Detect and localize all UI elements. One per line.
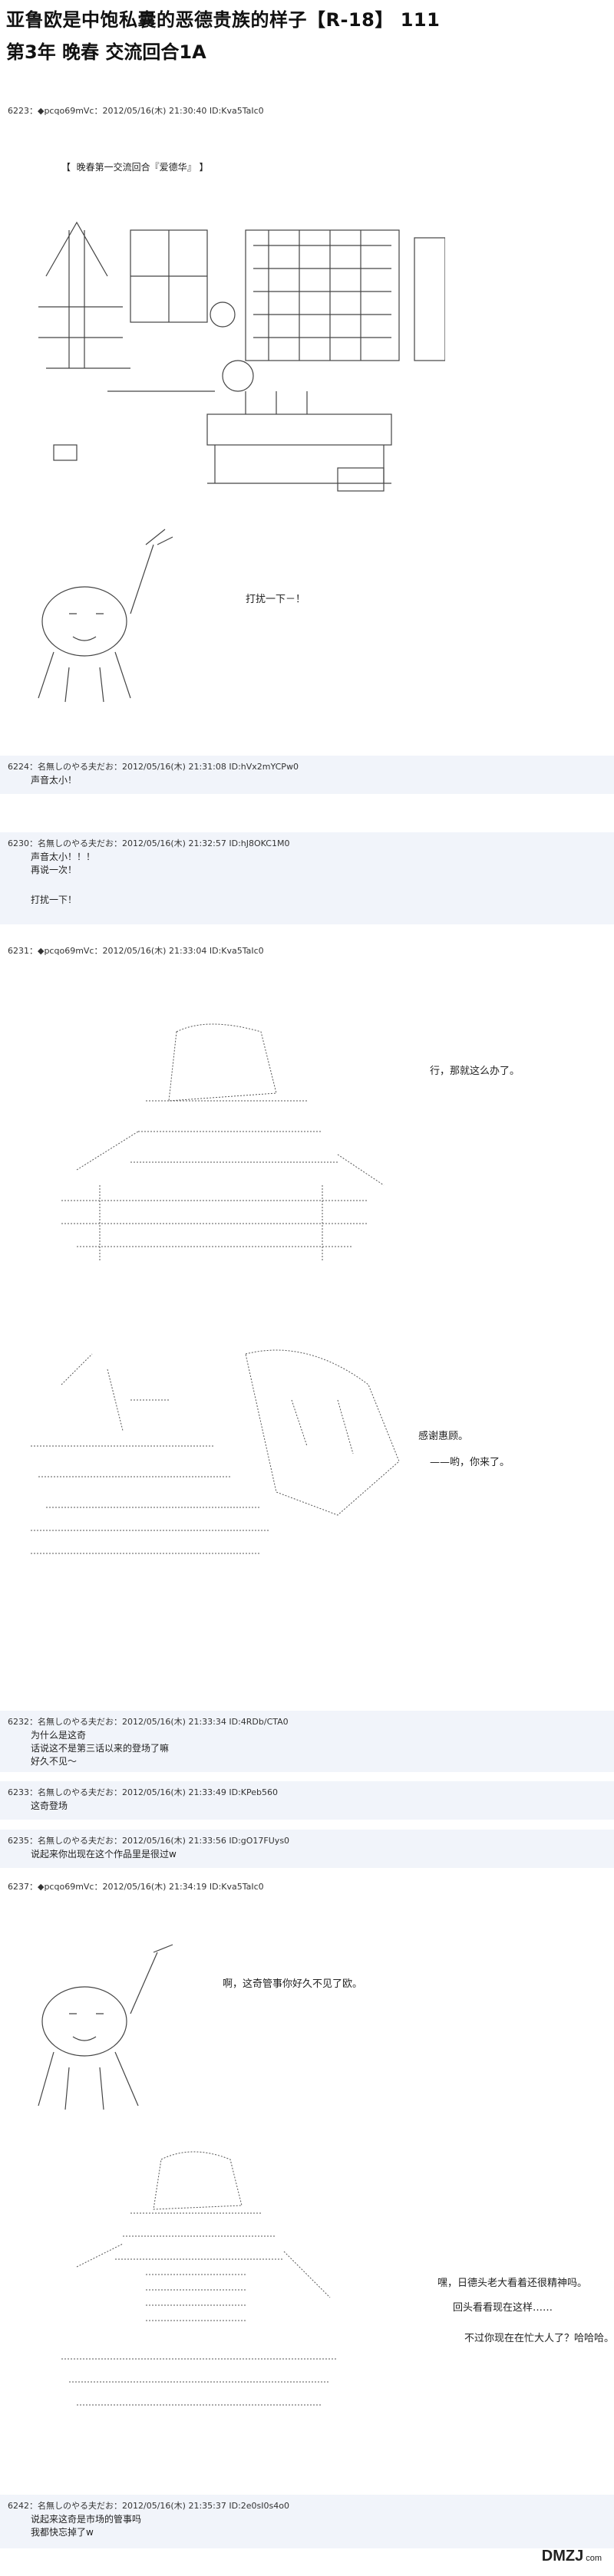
- post-6231: 6231：◆pcqo69mVc：2012/05/16(木) 21:33:04 I…: [0, 940, 614, 1707]
- page-title: 亚鲁欧是中饱私囊的恶德贵族的样子【R-18】 111: [6, 9, 441, 31]
- post-line: 打扰一下！: [31, 894, 78, 905]
- shopkeeper-ascii-art: [31, 1016, 391, 1277]
- post-6223: 6223：◆pcqo69mVc：2012/05/16(木) 21:30:40 I…: [0, 100, 614, 736]
- post-header: 6235：名無しのやる夫だお：2012/05/16(木) 21:33:56 ID…: [8, 1836, 290, 1846]
- post-6224: 6224：名無しのやる夫だお：2012/05/16(木) 21:31:08 ID…: [0, 756, 614, 794]
- speech-text: ——哟，你来了。: [430, 1457, 510, 1468]
- post-6242: 6242：名無しのやる夫だお：2012/05/16(木) 21:35:37 ID…: [0, 2495, 614, 2548]
- page-subtitle: 第3年 晚春 交流回合1A: [6, 41, 206, 63]
- post-line: 为什么是这奇: [31, 1730, 87, 1741]
- post-line: 这奇登场: [31, 1800, 68, 1811]
- post-header: 6230：名無しのやる夫だお：2012/05/16(木) 21:32:57 ID…: [8, 838, 290, 848]
- post-6233: 6233：名無しのやる夫だお：2012/05/16(木) 21:33:49 ID…: [0, 1781, 614, 1820]
- speech-text: 不过你现在在忙大人了？哈哈哈。: [464, 2333, 614, 2344]
- post-line: 说起来这奇是市场的管事吗: [31, 2514, 142, 2525]
- speech-text: 啊，这奇管事你好久不见了欧。: [223, 1978, 363, 1990]
- speech-text: 回头看看现在这样……: [453, 2302, 553, 2314]
- post-line: 再说一次！: [31, 865, 78, 875]
- post-6237: 6237：◆pcqo69mVc：2012/05/16(木) 21:34:19 I…: [0, 1876, 614, 2489]
- post-line: 话说这不是第三话以来的登场了嘛: [31, 1743, 170, 1754]
- post-line: 说起来你出现在这个作品里是很过w: [31, 1849, 177, 1860]
- post-header: 6237：◆pcqo69mVc：2012/05/16(木) 21:34:19 I…: [8, 1882, 264, 1892]
- watermark-brand: DMZJ: [541, 2548, 584, 2564]
- post-line: 声音太小！: [31, 775, 78, 786]
- post-line: 好久不见～: [31, 1756, 78, 1767]
- speech-text: 打扰一下－！: [246, 594, 306, 605]
- watermark-domain: com: [586, 2554, 602, 2563]
- speech-text: 嘿，日德头老大看着还很精神吗。: [437, 2278, 588, 2289]
- post-line: 声音太小！！！: [31, 852, 96, 862]
- post-6232: 6232：名無しのやる夫だお：2012/05/16(木) 21:33:34 ID…: [0, 1711, 614, 1772]
- post-header: 6231：◆pcqo69mVc：2012/05/16(木) 21:33:04 I…: [8, 946, 264, 956]
- shopkeeper-ascii-art: [31, 2144, 353, 2420]
- character-waving-ascii-art: [23, 1937, 207, 2121]
- post-6230: 6230：名無しのやる夫だお：2012/05/16(木) 21:32:57 ID…: [0, 832, 614, 924]
- post-header: 6223：◆pcqo69mVc：2012/05/16(木) 21:30:40 I…: [8, 106, 264, 116]
- post-header: 6232：名無しのやる夫だお：2012/05/16(木) 21:33:34 ID…: [8, 1717, 289, 1727]
- speech-text: 行，那就这么办了。: [430, 1066, 520, 1077]
- post-header: 6242：名無しのやる夫だお：2012/05/16(木) 21:35:37 ID…: [8, 2501, 289, 2511]
- post-line: 【 晚春第一交流回合『爱德华』 】: [61, 162, 209, 173]
- post-header: 6224：名無しのやる夫だお：2012/05/16(木) 21:31:08 ID…: [8, 762, 299, 772]
- post-6235: 6235：名無しのやる夫だお：2012/05/16(木) 21:33:56 ID…: [0, 1830, 614, 1868]
- post-header: 6233：名無しのやる夫だお：2012/05/16(木) 21:33:49 ID…: [8, 1787, 278, 1797]
- post-line: 我都快忘掉了w: [31, 2527, 94, 2538]
- character-waving-ascii-art: [23, 514, 200, 706]
- shop-interior-ascii-art: [15, 215, 446, 506]
- speech-text: 感谢惠顾。: [418, 1431, 469, 1442]
- visitor-ascii-art: [15, 1339, 414, 1584]
